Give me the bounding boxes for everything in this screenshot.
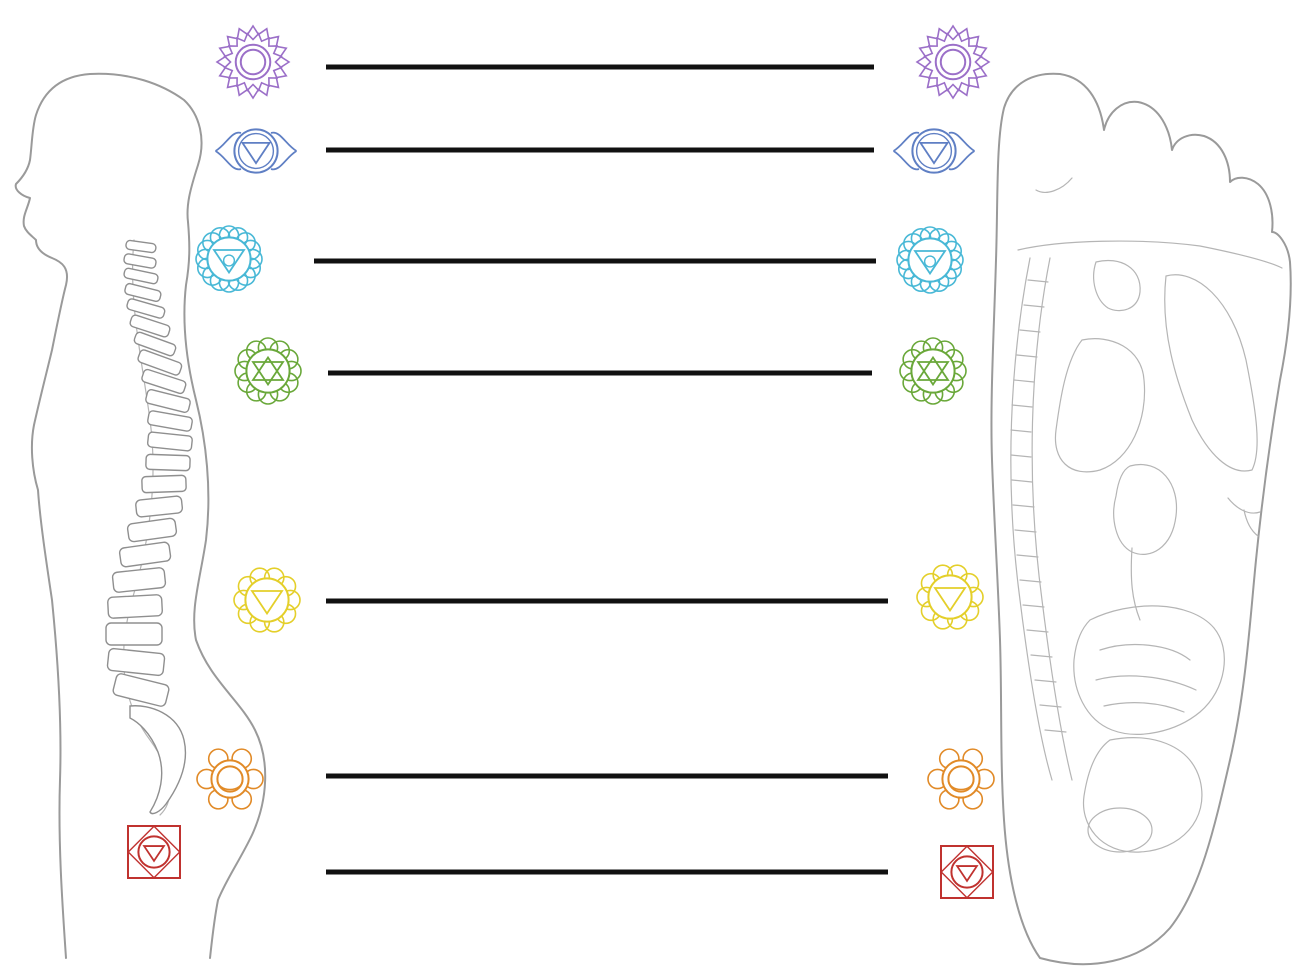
foot-organ-intestines (1074, 606, 1225, 734)
foot-spine-segments (1011, 280, 1066, 732)
solar-plexus-chakra-right-icon (917, 565, 983, 629)
spine (106, 240, 193, 815)
third-eye-chakra-left-icon (216, 129, 297, 172)
sacral-chakra-left-icon (197, 749, 263, 809)
heart-chakra-left-icon (235, 338, 301, 404)
foot-organ-heel-pad (1088, 808, 1152, 852)
throat-chakra-left-icon (196, 226, 262, 292)
foot-organ-ureter (1131, 548, 1140, 620)
foot-organ-lung (1165, 275, 1257, 471)
foot-organ-kidney (1114, 465, 1177, 555)
connector-lines (314, 67, 888, 872)
foot-organ-colon (1083, 738, 1201, 852)
root-chakra-left-icon (128, 826, 180, 878)
foot-organ-bladder-tube (1228, 498, 1260, 536)
foot-organ-liver (1055, 339, 1144, 472)
solar-plexus-chakra-left-icon (234, 568, 300, 632)
foot-organ-head (1094, 260, 1140, 310)
crown-chakra-right-icon (917, 26, 989, 98)
chakra-symbols (128, 26, 994, 898)
throat-chakra-right-icon (897, 227, 963, 293)
heart-chakra-right-icon (900, 338, 966, 404)
crown-chakra-left-icon (217, 26, 289, 98)
third-eye-chakra-right-icon (894, 129, 975, 172)
foot-sole-figure (991, 74, 1290, 964)
sacral-chakra-right-icon (928, 749, 994, 809)
root-chakra-right-icon (941, 846, 993, 898)
